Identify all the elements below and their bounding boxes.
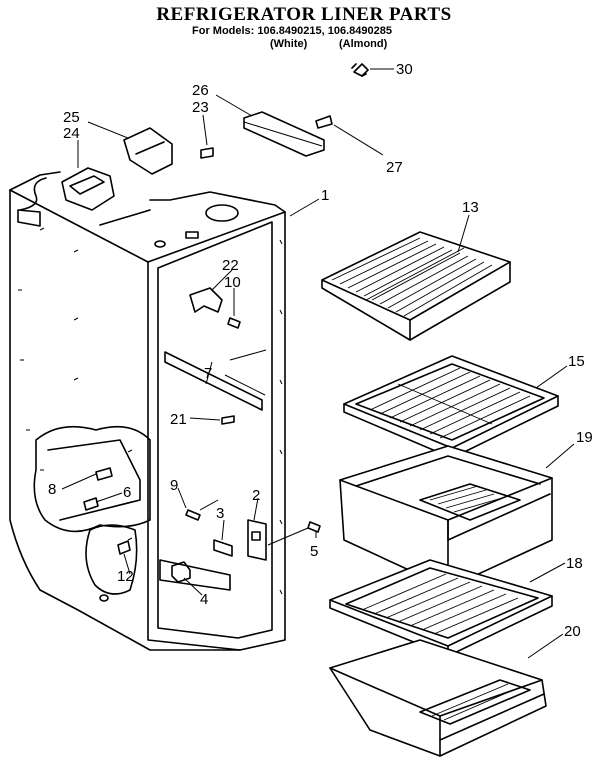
models-line: For Models: 106.8490215, 106.8490285 bbox=[192, 25, 392, 37]
leader-lines bbox=[61, 94, 575, 659]
shelf-15-drawing bbox=[343, 355, 559, 459]
callout-13: 13 bbox=[462, 199, 479, 216]
callout-5: 5 bbox=[310, 543, 318, 560]
crisper-19-drawing bbox=[339, 445, 553, 589]
callout-3: 3 bbox=[216, 505, 224, 522]
callout-24: 24 bbox=[63, 125, 80, 142]
callout-15: 15 bbox=[568, 353, 585, 370]
top-parts-drawing bbox=[19, 111, 333, 211]
callout-25: 25 bbox=[63, 109, 80, 126]
shelf-18-drawing bbox=[329, 559, 553, 657]
pan-20-drawing bbox=[329, 639, 547, 757]
callout-20: 20 bbox=[564, 623, 581, 640]
callout-30: 30 bbox=[396, 61, 413, 78]
callout-9: 9 bbox=[170, 477, 178, 494]
callout-21: 21 bbox=[170, 411, 187, 428]
callout-4: 4 bbox=[200, 591, 208, 608]
callout-19: 19 bbox=[576, 429, 593, 446]
callout-8: 8 bbox=[48, 481, 56, 498]
callout-10: 10 bbox=[224, 274, 241, 291]
variant-almond-label: (Almond) bbox=[339, 38, 388, 50]
callout-26: 26 bbox=[192, 82, 209, 99]
callout-2: 2 bbox=[252, 487, 260, 504]
part-30-drawing bbox=[351, 63, 394, 77]
callout-18: 18 bbox=[566, 555, 583, 572]
callout-1: 1 bbox=[321, 187, 329, 204]
callout-6: 6 bbox=[123, 484, 131, 501]
shelf-13-drawing bbox=[321, 231, 511, 341]
variant-white-label: (White) bbox=[270, 38, 308, 50]
callout-27: 27 bbox=[386, 159, 403, 176]
liner-drawing bbox=[9, 171, 321, 651]
callout-7: 7 bbox=[204, 365, 212, 382]
callout-12: 12 bbox=[117, 568, 134, 585]
diagram-title: REFRIGERATOR LINER PARTS bbox=[156, 4, 452, 25]
callout-23: 23 bbox=[192, 99, 209, 116]
callout-22: 22 bbox=[222, 257, 239, 274]
